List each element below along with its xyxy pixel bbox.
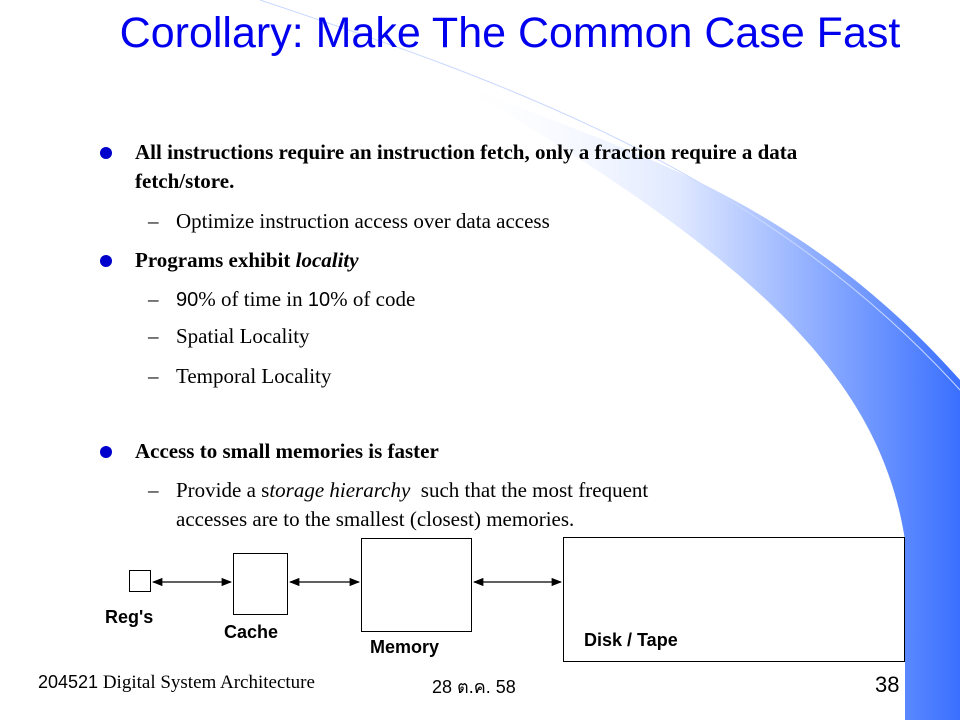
sub-text-line-2: accesses are to the smallest (closest) m… [176, 507, 575, 531]
bullet-2-sub-1: –90% of time in 10% of code [148, 285, 848, 315]
sub-text: Provide a s [176, 478, 270, 502]
bullet-1: All instructions require an instruction … [135, 140, 798, 193]
number-90: 90 [176, 289, 199, 311]
dash: – [148, 364, 159, 388]
dash: – [148, 478, 159, 502]
cache-label: Cache [224, 622, 279, 642]
course-number: 204521 [38, 672, 99, 692]
disk-tape-label: Disk / Tape [584, 630, 678, 650]
page-number: 38 [875, 672, 900, 697]
course-name: Digital System Architecture [102, 672, 315, 693]
memory-label: Memory [370, 637, 440, 657]
bullet-dot [100, 446, 112, 458]
sub-text: Optimize instruction access over data ac… [176, 209, 550, 233]
bullet-2: Programs exhibit locality [135, 246, 835, 275]
registers-box [129, 570, 151, 592]
bullet-2-italic: locality [295, 248, 359, 272]
sub-italic: torage hierarchy [269, 478, 411, 502]
dash: – [148, 324, 159, 348]
sub-text: % of code [330, 287, 416, 311]
dash: – [148, 209, 159, 233]
bullet-dot [100, 147, 112, 159]
bullet-3: Access to small memories is faster [135, 439, 439, 463]
sub-text: % of time in [198, 287, 308, 311]
slide-title: Corollary: Make The Common Case Fast [119, 9, 901, 57]
dash: – [148, 287, 159, 311]
bullet-1-sub-1: –Optimize instruction access over data a… [148, 207, 848, 236]
footer-course: 204521 Digital System Architecture [38, 672, 315, 694]
bullet-2-text: Programs exhibit [135, 248, 296, 272]
bullet-dot [100, 255, 112, 267]
sub-text: such that the most frequent [410, 478, 649, 502]
sub-text: Spatial Locality [176, 324, 310, 348]
sub-text: Temporal Locality [176, 364, 332, 388]
disk-tape-box [563, 537, 905, 662]
footer-date: 28 ต.ค. 58 [432, 677, 516, 697]
bullet-2-sub-3: –Temporal Locality [148, 362, 848, 391]
bullet-3-sub-1: –Provide a storage hierarchy such that t… [148, 476, 848, 534]
memory-box [361, 538, 472, 632]
number-10: 10 [307, 289, 331, 311]
registers-label: Reg's [105, 607, 154, 627]
bullet-2-sub-2: –Spatial Locality [148, 322, 848, 351]
cache-box [233, 553, 288, 615]
